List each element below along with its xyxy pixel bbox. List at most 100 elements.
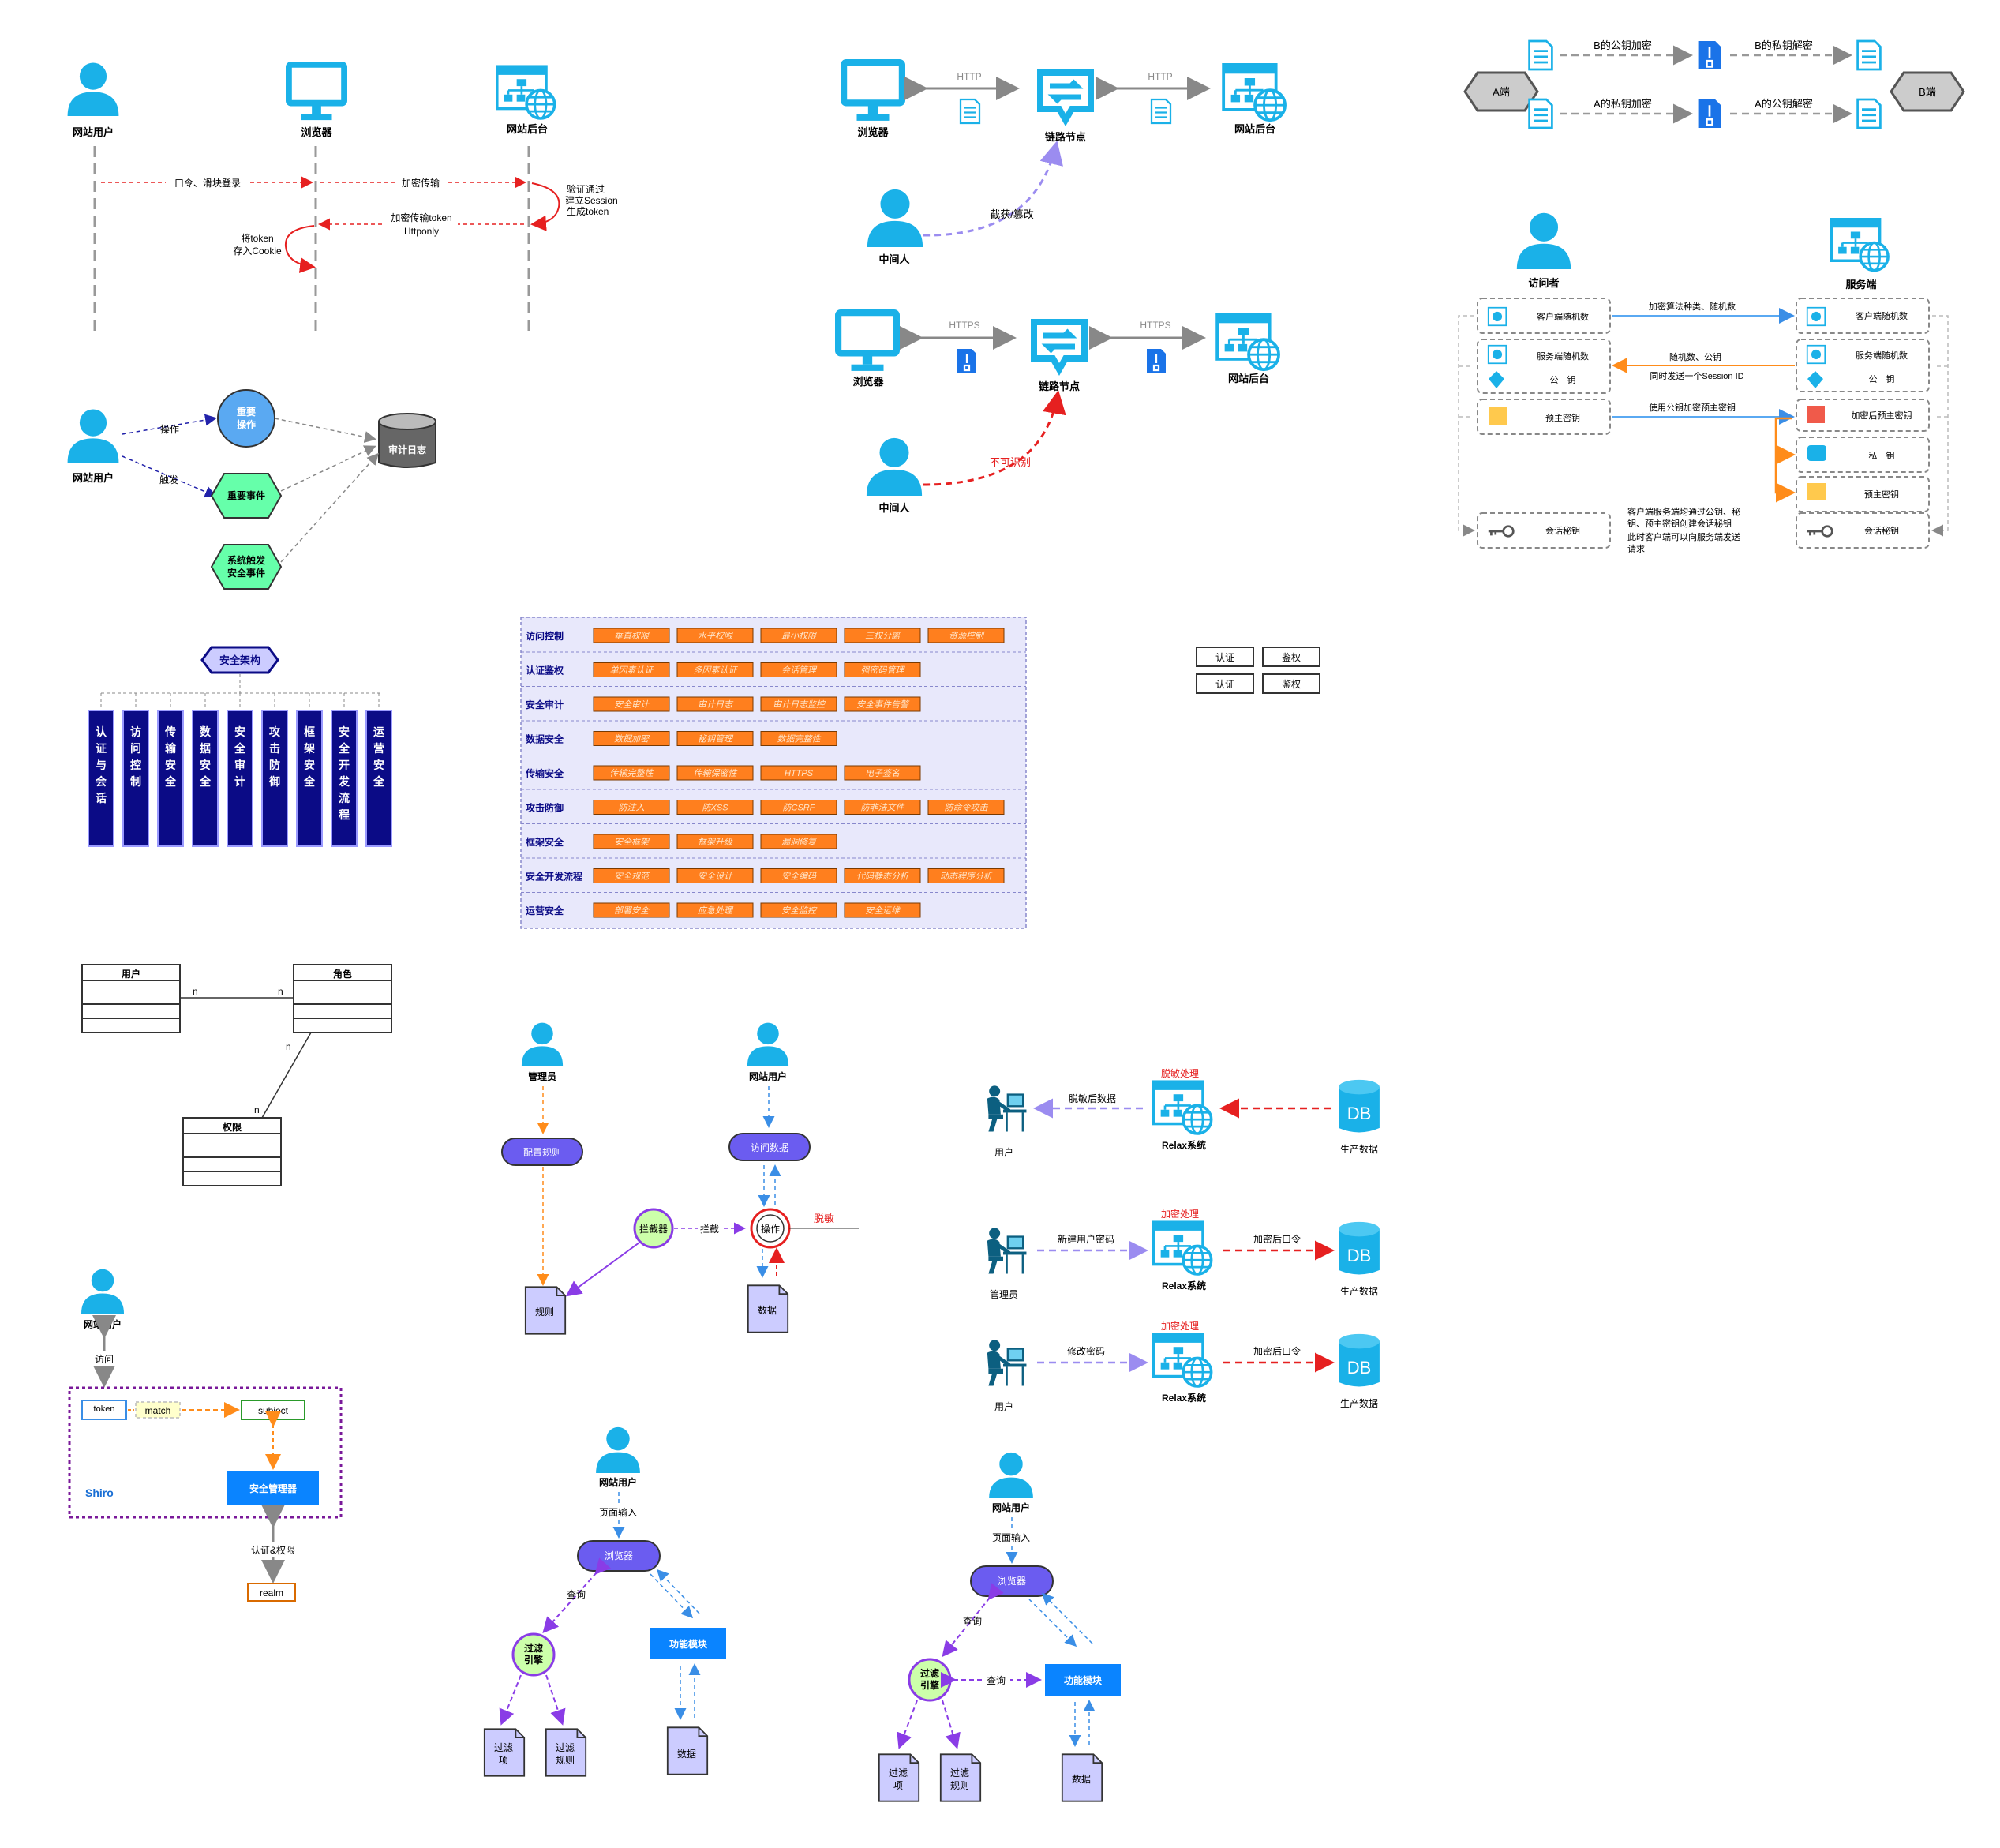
audit-n3b: 安全事件 — [227, 567, 265, 579]
filter-engine-node — [511, 1632, 556, 1677]
matrix-cell-label: 安全规范 — [614, 872, 650, 882]
auth-box-b1: 认证 — [1215, 679, 1234, 690]
relax-r3-top: 加密处理 — [1161, 1320, 1199, 1332]
server-icon — [1830, 218, 1890, 272]
matrix-cell — [927, 628, 1005, 643]
arch-title: 安全架构 — [219, 654, 260, 666]
matrix-cell — [676, 662, 754, 677]
arch-column-char: 安 — [339, 725, 350, 738]
audit-user-label: 网站用户 — [73, 472, 114, 484]
arch-column-char: 击 — [269, 742, 280, 755]
relax-r1-arrow: 脱敏后数据 — [1069, 1093, 1116, 1104]
arch-column — [157, 710, 184, 847]
matrix-cell — [676, 696, 754, 712]
arch-column-char: 全 — [373, 775, 385, 788]
filter-diagram-1: 网站用户 页面输入 浏览器 查询 过滤 引擎 功能模块 过滤 项 过滤 规则 数… — [483, 1426, 726, 1777]
matrix-cell-label: 审计日志监控 — [773, 699, 826, 710]
relax-r2-right: 加密后口令 — [1253, 1233, 1301, 1245]
shiro-user: 网站用户 — [84, 1318, 122, 1330]
login-note1c: 生成token — [567, 206, 609, 217]
user-workstation-icon — [987, 1340, 1027, 1385]
admin-workstation-icon — [987, 1228, 1027, 1273]
http-link-label: 链路节点 — [1044, 131, 1086, 143]
login-msg2: 加密传输 — [402, 177, 440, 189]
rbac-user: 用户 — [121, 968, 140, 980]
arch-column-char: 营 — [373, 742, 384, 755]
relax-r3-right: 加密后口令 — [1253, 1345, 1301, 1357]
shiro-auth: 认证&权限 — [251, 1545, 295, 1556]
arch-column — [122, 710, 149, 847]
crypto-b: B端 — [1919, 86, 1936, 98]
lock-document-icon — [1145, 347, 1167, 374]
matrix-cell-label: 框架升级 — [698, 837, 733, 847]
matrix-cell — [676, 868, 754, 883]
arch-column-char: 运 — [373, 725, 384, 738]
matrix-cell-label: 安全编码 — [781, 872, 817, 882]
arch-column-char: 输 — [165, 742, 177, 755]
matrix-cell — [760, 800, 837, 815]
login-backend-label: 网站后台 — [507, 123, 548, 135]
f1-user: 网站用户 — [599, 1476, 637, 1488]
matrix-cell-label: 防CSRF — [783, 803, 816, 813]
matrix-cell-label: HTTPS — [785, 769, 814, 778]
arch-column-char: 架 — [303, 742, 315, 755]
login-note1b: 建立Session — [565, 194, 618, 206]
login-note2a: 将token — [241, 233, 273, 244]
matrix-row-label: 运营安全 — [526, 905, 564, 917]
matrix-cell-label: 资源控制 — [949, 631, 985, 641]
package-icon — [1807, 483, 1826, 500]
user-icon — [596, 1426, 640, 1473]
user-icon — [67, 409, 119, 463]
private-key-icon — [1807, 445, 1826, 461]
matrix-row-label: 传输安全 — [525, 767, 564, 779]
matrix-cell — [844, 800, 921, 815]
tls-m4a: 客户端服务端均通过公钥、秘 — [1627, 506, 1740, 517]
matrix-cell-label: 数据完整性 — [777, 734, 822, 744]
crypto-l3: A的私钥加密 — [1594, 98, 1652, 110]
audit-n2: 重要事件 — [227, 489, 265, 501]
relax-server-icon — [1152, 1220, 1213, 1276]
arch-column — [88, 710, 114, 847]
arch-column-char: 证 — [96, 742, 107, 755]
auth-box-a1: 认证 — [1215, 652, 1234, 663]
crypto-l2: B的私钥解密 — [1755, 39, 1813, 51]
relax-r1-top: 脱敏处理 — [1161, 1067, 1199, 1079]
arch-column-char: 会 — [96, 775, 107, 788]
f1-engine-b: 引擎 — [524, 1654, 543, 1666]
matrix-cell — [844, 868, 921, 883]
matrix-cell — [844, 765, 921, 781]
shiro-realm: realm — [260, 1587, 283, 1599]
matrix-cell — [844, 902, 921, 918]
arch-column-char: 认 — [96, 725, 107, 738]
relax-r2-arrow: 新建用户密码 — [1058, 1233, 1114, 1245]
document-icon — [959, 98, 981, 125]
matrix-cell — [593, 731, 670, 746]
arch-column — [261, 710, 288, 847]
matrix-cell-label: 防注入 — [619, 803, 645, 813]
tls-m3: 使用公钥加密预主密钥 — [1649, 402, 1736, 413]
matrix-cell-label: 垂直权限 — [614, 631, 650, 641]
f1-input: 页面输入 — [599, 1506, 637, 1518]
arch-column-char: 发 — [338, 775, 350, 788]
audit-diagram: 网站用户 操作 触发 重要 操作 重要事件 系统触发 安全事件 审计日志 — [67, 389, 436, 590]
tls-m4c: 此时客户端可以向服务端发送 — [1627, 531, 1740, 542]
audit-act2: 触发 — [159, 474, 178, 485]
f1-query: 查询 — [567, 1589, 586, 1600]
auth-box-a2: 鉴权 — [1282, 652, 1301, 663]
matrix-cell-label: 动态程序分析 — [940, 872, 994, 882]
tls-s3: 加密后预主密钥 — [1852, 410, 1912, 421]
matrix-cell-label: 秘钥管理 — [698, 734, 734, 744]
matrix-cell — [760, 731, 837, 746]
f2-engine-a: 过滤 — [920, 1667, 939, 1679]
relax-server-icon — [1152, 1333, 1213, 1388]
public-key-icon — [1807, 371, 1823, 388]
https-proto2: HTTPS — [1140, 320, 1170, 331]
f2-browser: 浏览器 — [998, 1575, 1026, 1587]
http-proto1: HTTP — [957, 71, 981, 82]
arch-column — [331, 710, 358, 847]
audit-log-db-icon — [378, 413, 436, 430]
tls-m4d: 请求 — [1627, 544, 1645, 554]
matrix-cell — [760, 628, 837, 643]
int-interceptor: 拦截器 — [639, 1224, 668, 1235]
